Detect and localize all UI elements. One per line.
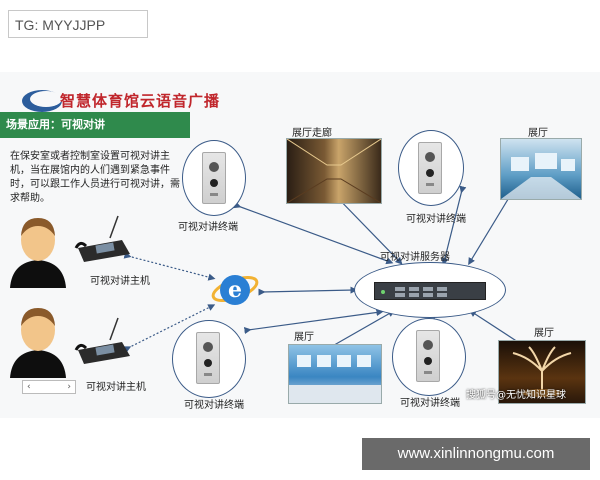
operator-avatar xyxy=(6,302,70,382)
terminal-label-4: 可视对讲终端 xyxy=(400,398,460,409)
terminal-label-2: 可视对讲终端 xyxy=(406,214,466,225)
watermark: 搜狐号@无忧知识星球 xyxy=(466,390,566,401)
hall-label-top-right: 展厅 xyxy=(528,128,548,139)
next-slide-button[interactable]: › xyxy=(67,382,71,392)
hall-photo-top-right xyxy=(500,138,582,200)
hall-label-bottom-mid: 展厅 xyxy=(294,332,314,343)
logo-swoosh-icon xyxy=(22,90,62,112)
desk-console-icon xyxy=(74,316,132,372)
corridor-photo xyxy=(286,138,382,204)
operator-avatar xyxy=(6,212,70,292)
intercom-panel-icon xyxy=(418,142,442,194)
intercom-panel-icon xyxy=(202,152,226,204)
terminal-label-1: 可视对讲终端 xyxy=(178,222,238,233)
host-label-2: 可视对讲主机 xyxy=(86,382,146,393)
hall-photo-bottom-mid xyxy=(288,344,382,404)
svg-text:e: e xyxy=(228,277,242,303)
hall-photo-bottom-right xyxy=(498,340,586,404)
site-footer: www.xinlinnongmu.com xyxy=(362,438,590,470)
hall-label-bottom-right: 展厅 xyxy=(534,328,554,339)
prev-slide-button[interactable]: ‹ xyxy=(27,382,31,392)
desk-console-icon xyxy=(74,214,132,270)
corridor-label: 展厅走廊 xyxy=(292,128,332,139)
scenario-banner: 场景应用：可视对讲 xyxy=(0,112,190,138)
host-label-1: 可视对讲主机 xyxy=(90,276,150,287)
slide-title: 智慧体育馆云语音广播 xyxy=(60,92,221,110)
server-label: 可视对讲服务器 xyxy=(380,252,450,263)
channel-tag: TG: MYYJJPP xyxy=(8,10,148,38)
scenario-description: 在保安室或者控制室设置可视对讲主机，当在展馆内的人们遇到紧急事件时，可以跟工作人… xyxy=(10,151,180,204)
intercom-panel-icon xyxy=(416,330,440,382)
internet-explorer-icon: e xyxy=(210,266,260,316)
intercom-panel-icon xyxy=(196,332,220,384)
slide-nav: ‹ › xyxy=(22,380,76,394)
server-rack-icon xyxy=(374,282,486,300)
terminal-label-3: 可视对讲终端 xyxy=(184,400,244,411)
